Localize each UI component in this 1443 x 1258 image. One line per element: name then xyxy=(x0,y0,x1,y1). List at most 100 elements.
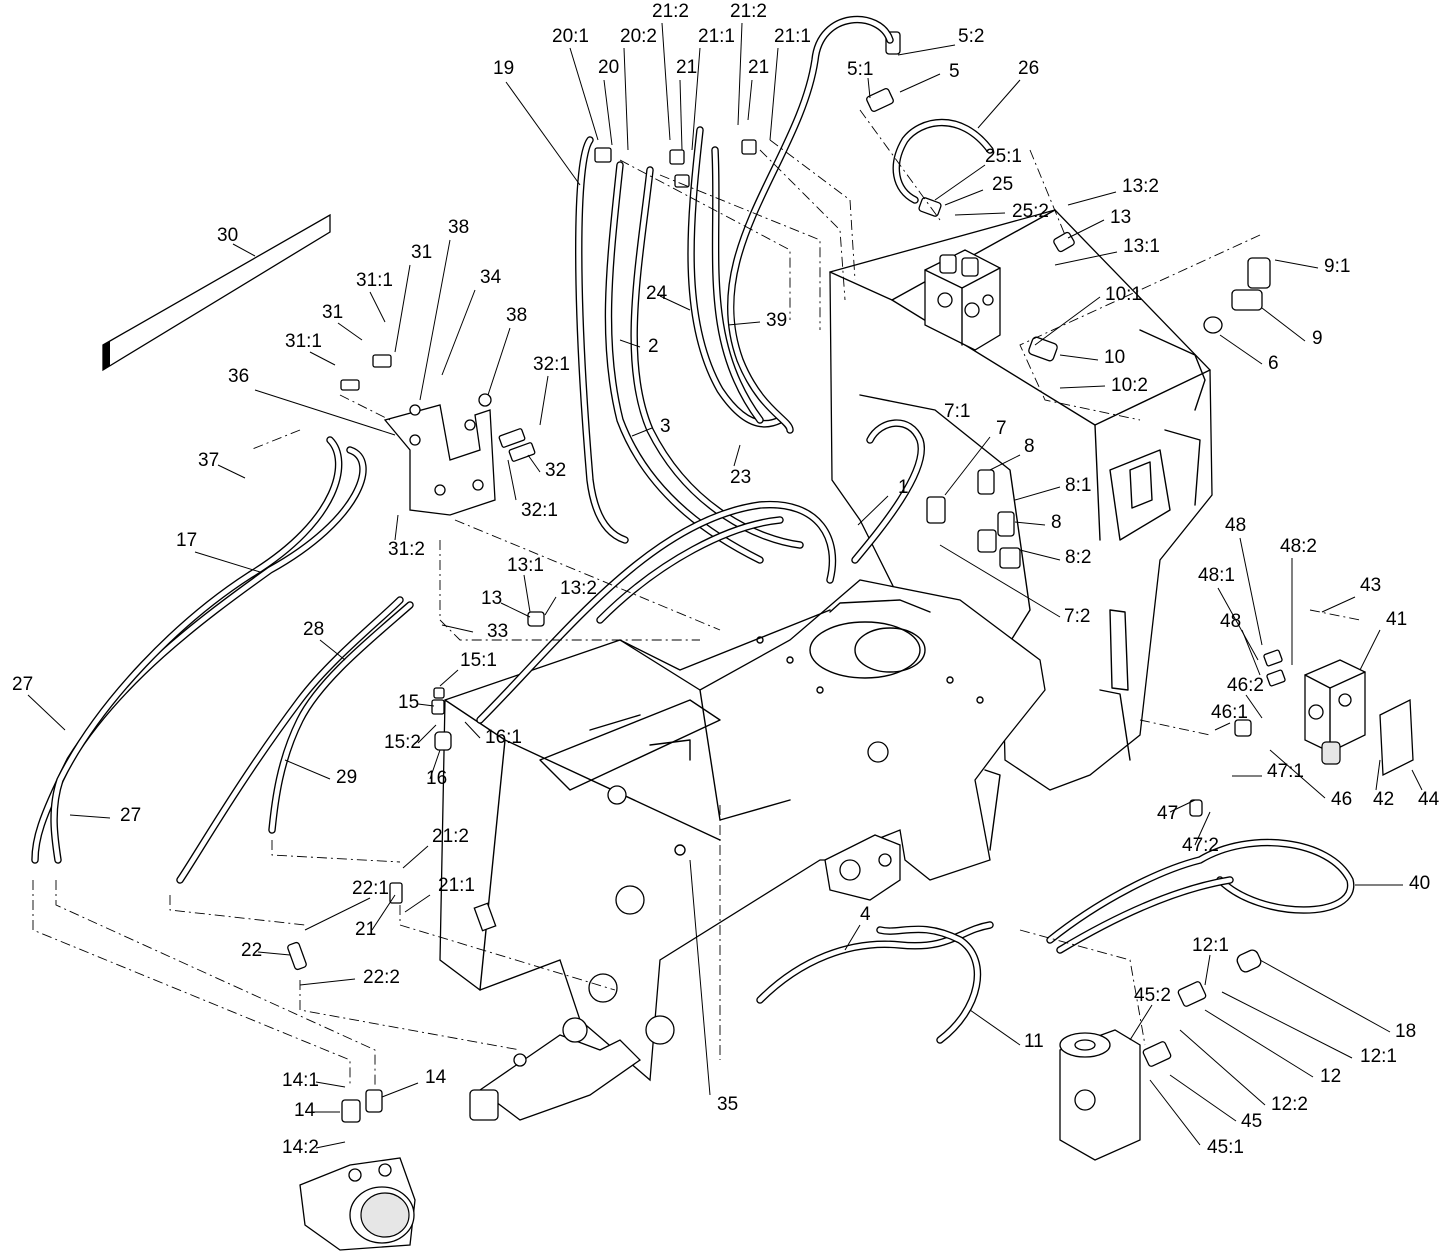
callout-label-l-39: 39 xyxy=(766,310,787,331)
callout-label-l-21-1a: 21:1 xyxy=(698,26,735,47)
callout-label-l-41: 41 xyxy=(1386,609,1407,630)
main-frame-tower xyxy=(829,209,1213,791)
callout-label-l-28: 28 xyxy=(303,619,324,640)
decal-30 xyxy=(102,213,331,372)
callout-label-l-14-1: 14:1 xyxy=(282,1070,319,1091)
callout-label-l-9: 9 xyxy=(1312,328,1323,349)
callout-label-l-12-1b: 12:1 xyxy=(1360,1046,1397,1067)
callout-label-l-32: 32 xyxy=(545,460,566,481)
callout-label-l-25: 25 xyxy=(992,174,1013,195)
leader-lines xyxy=(27,22,1423,1149)
callout-label-l-19: 19 xyxy=(493,58,514,79)
callout-label-l-21a: 21 xyxy=(676,57,697,78)
callout-label-l-34: 34 xyxy=(480,267,502,288)
callout-label-l-13b: 13 xyxy=(481,588,502,609)
callout-label-l-24: 24 xyxy=(646,283,668,304)
callout-label-l-25-2: 25:2 xyxy=(1012,201,1049,222)
callout-label-l-9-1: 9:1 xyxy=(1324,256,1350,277)
callout-label-l-8-1: 8:1 xyxy=(1065,475,1091,496)
callout-label-l-35: 35 xyxy=(717,1094,738,1115)
callout-label-l-20-1: 20:1 xyxy=(552,26,589,47)
callout-label-l-46: 46 xyxy=(1331,789,1352,810)
callout-label-l-38a: 38 xyxy=(448,217,469,238)
callout-label-l-13-1b: 13:1 xyxy=(507,555,544,576)
callout-label-l-17: 17 xyxy=(176,530,197,551)
callout-label-l-32-1a: 32:1 xyxy=(533,354,570,375)
callout-label-l-30: 30 xyxy=(217,225,238,246)
callout-label-l-12-1a: 12:1 xyxy=(1192,935,1229,956)
callout-label-l-11: 11 xyxy=(1024,1031,1044,1052)
callout-label-l-27b: 27 xyxy=(120,805,141,826)
callout-label-l-47-2: 47:2 xyxy=(1182,835,1219,856)
callout-label-l-46-1: 46:1 xyxy=(1211,702,1248,723)
valve-block-41 xyxy=(1304,659,1414,777)
callout-label-l-22: 22 xyxy=(241,940,262,961)
callout-label-l-13-2b: 13:2 xyxy=(560,578,597,599)
callout-label-l-14a: 14 xyxy=(294,1100,316,1121)
callout-label-l-48-1: 48:1 xyxy=(1198,565,1235,586)
gear-pump xyxy=(1059,1029,1141,1161)
callout-label-l-31b: 31 xyxy=(411,242,432,263)
callout-label-l-26: 26 xyxy=(1018,58,1039,79)
callout-label-l-22-1: 22:1 xyxy=(352,878,389,899)
callout-label-l-7-2: 7:2 xyxy=(1064,606,1090,627)
callout-label-l-13-2a: 13:2 xyxy=(1122,176,1159,197)
callout-label-l-10-2: 10:2 xyxy=(1111,375,1148,396)
callout-label-l-5a: 5 xyxy=(949,61,960,82)
callout-label-l-10-1: 10:1 xyxy=(1105,284,1142,305)
callout-label-l-31a: 31 xyxy=(322,302,343,323)
callout-label-l-16: 16 xyxy=(426,768,447,789)
callout-label-l-21b: 21 xyxy=(748,57,769,78)
callout-label-l-44: 44 xyxy=(1418,789,1440,810)
callout-label-l-31-2: 31:2 xyxy=(388,539,425,560)
callout-label-l-42: 42 xyxy=(1373,789,1394,810)
callout-label-l-20a: 20 xyxy=(598,57,619,78)
callout-label-l-6: 6 xyxy=(1268,353,1279,374)
callout-labels: 123455:15:2677:17:2888:18:299:11010:110:… xyxy=(12,1,1440,1158)
callout-label-l-40: 40 xyxy=(1409,873,1430,894)
callout-label-l-12: 12 xyxy=(1320,1066,1341,1087)
bracket-36 xyxy=(383,393,496,516)
fittings xyxy=(287,31,1286,1123)
callout-label-l-8a: 8 xyxy=(1024,436,1035,457)
callout-label-l-7: 7 xyxy=(996,418,1007,439)
callout-label-l-48a: 48 xyxy=(1225,515,1246,536)
callout-label-l-20-2: 20:2 xyxy=(620,26,657,47)
callout-label-l-14-2: 14:2 xyxy=(282,1137,319,1158)
callout-label-l-21-2a: 21:2 xyxy=(652,1,689,22)
callout-label-l-8b: 8 xyxy=(1051,512,1062,533)
callout-label-l-38b: 38 xyxy=(506,305,527,326)
callout-label-l-29: 29 xyxy=(336,767,357,788)
callout-label-l-47: 47 xyxy=(1157,803,1178,824)
callout-label-l-5-1: 5:1 xyxy=(847,59,873,80)
centerlines xyxy=(32,109,1361,1085)
callout-label-l-18: 18 xyxy=(1395,1021,1416,1042)
callout-label-l-3: 3 xyxy=(660,416,671,437)
callout-label-l-45-2: 45:2 xyxy=(1134,985,1171,1006)
callout-label-l-13-1a: 13:1 xyxy=(1123,236,1160,257)
drive-pump xyxy=(824,834,901,901)
callout-label-l-27a: 27 xyxy=(12,674,33,695)
callout-label-l-4: 4 xyxy=(860,904,871,925)
callout-label-l-21-1c: 21:1 xyxy=(438,875,475,896)
callout-label-l-21-2b: 21:2 xyxy=(730,1,767,22)
callout-label-l-48b: 48 xyxy=(1220,611,1241,632)
callout-label-l-45-1: 45:1 xyxy=(1207,1137,1244,1158)
drive-motor-left xyxy=(299,1157,416,1251)
callout-label-l-14b: 14 xyxy=(425,1067,447,1088)
callout-label-l-12-2: 12:2 xyxy=(1271,1094,1308,1115)
callout-label-l-7-1: 7:1 xyxy=(944,401,970,422)
callout-label-l-25-1: 25:1 xyxy=(985,146,1022,167)
callout-label-l-2: 2 xyxy=(648,336,659,357)
callout-label-l-21-2c: 21:2 xyxy=(432,826,469,847)
callout-label-l-36: 36 xyxy=(228,366,249,387)
callout-label-l-15-2: 15:2 xyxy=(384,732,421,753)
lower-chassis xyxy=(439,579,1046,1082)
callout-label-l-21-1b: 21:1 xyxy=(774,26,811,47)
callout-label-l-8-2: 8:2 xyxy=(1065,547,1091,568)
callout-label-l-15-1: 15:1 xyxy=(460,650,497,671)
callout-label-l-13a: 13 xyxy=(1110,207,1131,228)
callout-label-l-31-1b: 31:1 xyxy=(285,331,322,352)
callout-label-l-16-1: 16:1 xyxy=(485,727,522,748)
